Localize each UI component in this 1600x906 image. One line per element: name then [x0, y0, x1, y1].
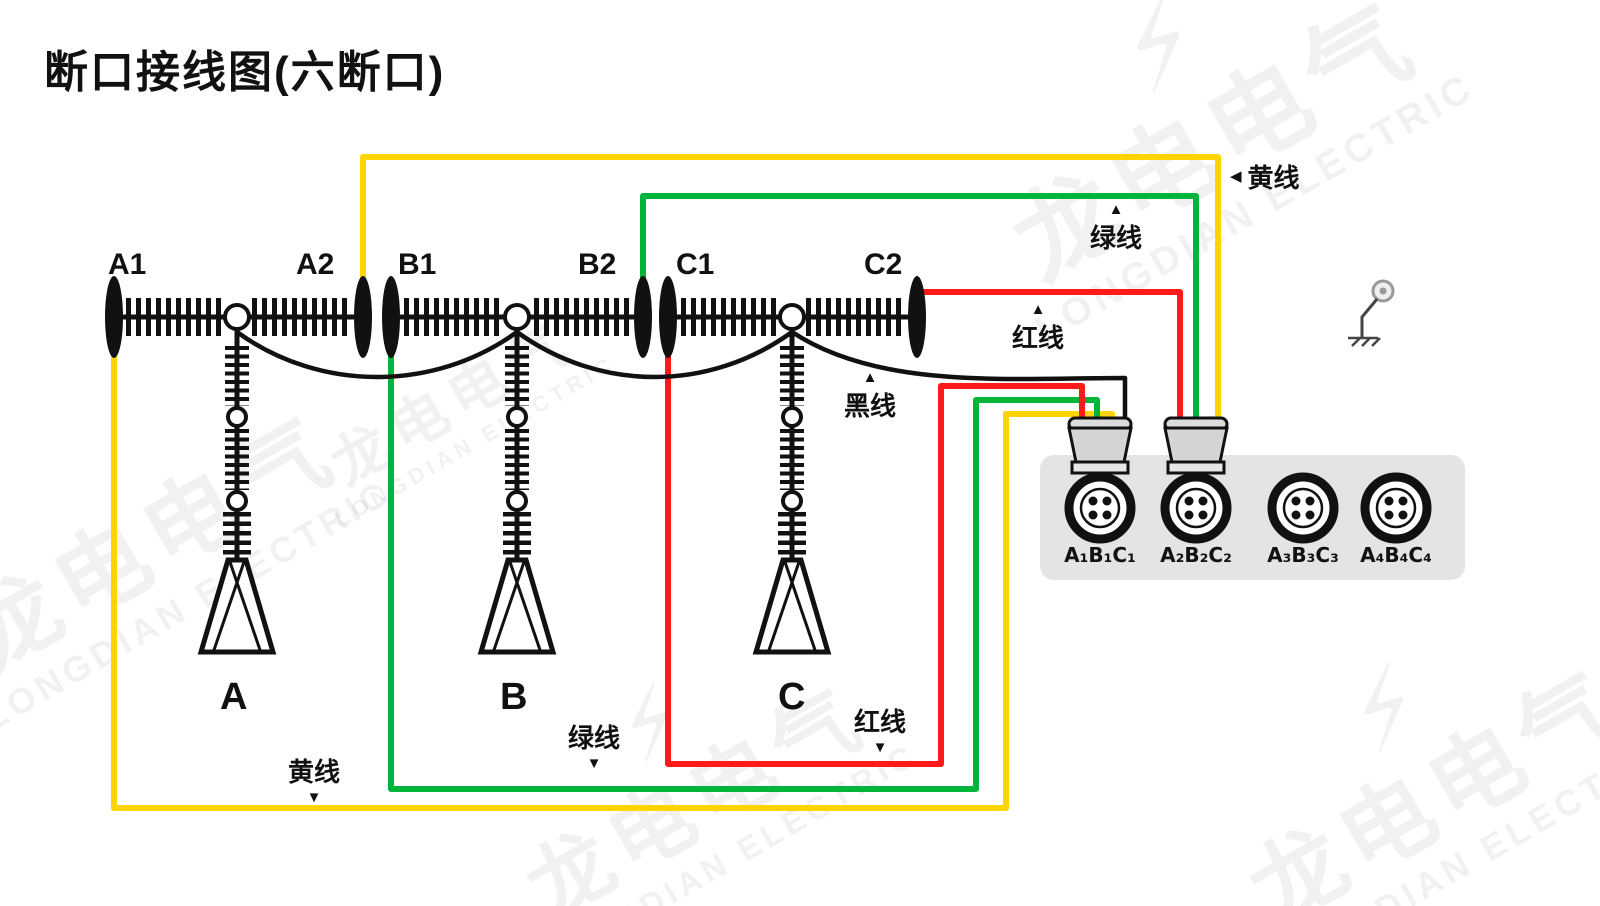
yellow-wire-bottom [111, 350, 1115, 811]
black-wire [235, 330, 1128, 448]
green-wire-label-top: ▲ 绿线 [1090, 202, 1142, 255]
arrow-up-icon: ▲ [862, 369, 878, 386]
arrow-down-icon: ▼ [586, 755, 602, 772]
breaker-b-right-end [634, 276, 652, 358]
plug-1 [1067, 416, 1133, 475]
connector-label-1: A₁B₁C₁ [1064, 543, 1136, 567]
terminal-label-a2: A2 [296, 248, 335, 281]
phase-label-a: A [220, 676, 248, 718]
breaker-c [659, 276, 926, 358]
tripod-base-c [752, 557, 832, 655]
red-wire-label-top: ▲ 红线 [1012, 302, 1064, 355]
terminal-label-b2: B2 [578, 248, 617, 281]
connector-socket-3 [1267, 472, 1339, 544]
red-wire-bottom [665, 350, 1085, 767]
phase-label-b: B [500, 676, 528, 718]
connector-socket-4 [1360, 472, 1432, 544]
green-wire-top [640, 193, 1199, 424]
terminal-label-c2: C2 [864, 248, 903, 281]
arrow-up-icon: ▲ [1108, 201, 1124, 218]
breaker-a [105, 276, 372, 358]
connector-label-2: A₂B₂C₂ [1160, 543, 1232, 567]
green-wire-bottom [388, 350, 1100, 792]
tripod-base-b [477, 557, 557, 655]
black-wire-label-text: 黑线 [844, 391, 897, 421]
breaker-b [382, 276, 652, 358]
breaker-a-center-joint [223, 303, 251, 331]
breaker-c-right-end [908, 276, 926, 358]
terminal-label-b1: B1 [398, 248, 437, 281]
black-wire-label: ▲ 黑线 [844, 370, 896, 423]
breaker-a-right-end [354, 276, 372, 358]
breaker-a-left-end [105, 276, 123, 358]
arrow-left-icon: ◀ [1230, 168, 1242, 185]
yellow-wire-top [360, 154, 1221, 424]
yellow-wire-label-bottom: 黄线 ▼ [288, 752, 340, 805]
plug-2 [1163, 416, 1229, 475]
terminal-label-c1: C1 [676, 248, 715, 281]
tripod-base-a [197, 557, 277, 655]
arrow-up-icon: ▲ [1030, 301, 1046, 318]
green-wire-label-bottom: 绿线 ▼ [568, 718, 620, 771]
yellow-wire-label-bottom-text: 黄线 [288, 757, 341, 787]
wires [111, 154, 1221, 811]
support-column-a [197, 330, 277, 655]
green-wire-label-bottom-text: 绿线 [568, 723, 621, 753]
ground-symbol [1348, 279, 1395, 347]
support-column-b [477, 330, 557, 655]
yellow-wire-label-top: ◀ 黄线 [1230, 158, 1300, 195]
connector-label-3: A₃B₃C₃ [1267, 543, 1339, 567]
red-wire-top [917, 289, 1183, 430]
arrow-down-icon: ▼ [872, 739, 888, 756]
red-wire-label-bottom: 红线 ▼ [854, 702, 906, 755]
terminal-label-a1: A1 [108, 248, 147, 281]
breaker-c-left-end [659, 276, 677, 358]
connector-socket-1 [1064, 472, 1136, 544]
phase-label-c: C [778, 676, 806, 718]
connector-panel [1040, 455, 1465, 580]
red-wire-label-bottom-text: 红线 [854, 707, 907, 737]
arrow-down-icon: ▼ [306, 789, 322, 806]
support-column-c [752, 330, 832, 655]
yellow-wire-label-top-text: 黄线 [1247, 163, 1300, 193]
breaker-c-center-joint [778, 303, 806, 331]
green-wire-label-top-text: 绿线 [1090, 223, 1143, 253]
red-wire-label-top-text: 红线 [1012, 323, 1065, 353]
breaker-b-left-end [382, 276, 400, 358]
page-title: 断口接线图(六断口) [44, 48, 446, 97]
connector-label-4: A₄B₄C₄ [1360, 543, 1432, 567]
breaker-b-center-joint [503, 303, 531, 331]
connector-socket-2 [1160, 472, 1232, 544]
